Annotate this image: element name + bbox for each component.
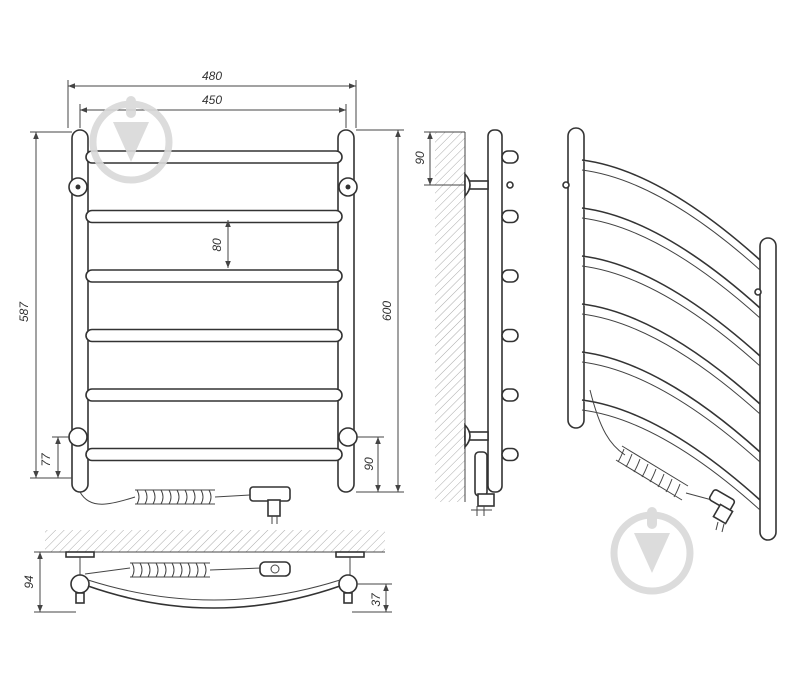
bottom-post-left (70, 574, 90, 594)
front-bars (85, 150, 343, 462)
persp-towel-bar (581, 207, 761, 309)
towel-bar (85, 447, 343, 462)
bottom-view: 94 37 (22, 530, 392, 613)
dim-side-top: 90 (413, 131, 465, 186)
perspective-view (562, 127, 777, 541)
dim-height-total: 600 (356, 129, 404, 493)
bottom-coiled-cable (130, 562, 263, 578)
side-bracket-bottom-plate (464, 422, 471, 450)
wall-hatch (435, 132, 465, 502)
persp-coiled-cable (615, 445, 713, 501)
wall-hatch-bottom (45, 530, 385, 552)
persp-towel-bar-edge (581, 313, 761, 415)
dim-bottom-left: 77 (39, 436, 70, 478)
dim-600-label: 600 (380, 301, 394, 321)
side-view: 90 (413, 129, 519, 516)
dim-450-label: 450 (202, 93, 222, 107)
persp-towel-bar (581, 351, 761, 453)
side-screw (506, 181, 514, 189)
side-bar-end (501, 150, 519, 164)
bottom-post-right (338, 574, 358, 594)
persp-towel-bar-edge (581, 409, 761, 511)
dim-94-label: 94 (22, 575, 36, 589)
persp-towel-bar (581, 255, 761, 357)
coiled-cable (135, 489, 251, 505)
persp-screw-top (562, 181, 570, 189)
bottom-curve-inner (87, 579, 341, 601)
towel-bar (85, 328, 343, 343)
side-post (487, 129, 503, 493)
side-bracket-top-plate (464, 171, 471, 199)
bracket-bottom-right (338, 427, 358, 447)
dim-37-label: 37 (369, 592, 383, 607)
persp-bars (581, 159, 761, 511)
persp-towel-bar-edge (581, 361, 761, 463)
side-bar-end (501, 269, 519, 283)
towel-bar (85, 209, 343, 224)
persp-screw-right (754, 288, 762, 296)
bottom-curve-outer (87, 585, 341, 609)
dim-77-label: 77 (39, 452, 53, 467)
plug-icon (249, 486, 291, 524)
dim-width-outer: 480 (67, 69, 357, 128)
towel-bar (85, 388, 343, 402)
front-view: 480 450 587 77 80 (17, 69, 404, 524)
side-bar-end (501, 328, 519, 343)
bottom-foot-left (75, 592, 85, 604)
dim-bottom-curve: 37 (352, 583, 392, 613)
side-bar-end (501, 447, 519, 462)
dim-bottom-depth: 94 (22, 551, 76, 613)
dim-bottom-right: 90 (356, 436, 384, 492)
persp-towel-bar-edge (581, 217, 761, 319)
dim-90-label: 90 (362, 457, 376, 471)
bracket-screw (345, 184, 351, 190)
dim-80-label: 80 (210, 238, 224, 252)
dim-587-label: 587 (17, 301, 31, 322)
dim-width-inner: 450 (79, 93, 347, 128)
persp-towel-bar (581, 303, 761, 405)
dim-height-axis: 587 (17, 131, 72, 479)
water-drop-watermark-icon (89, 96, 173, 184)
persp-towel-bar-edge (581, 169, 761, 271)
bottom-foot-right (343, 592, 353, 604)
side-bars (501, 150, 519, 462)
towel-bar (85, 150, 343, 164)
side-bar-end (501, 388, 519, 402)
persp-plug-icon (708, 489, 736, 533)
persp-cable (589, 389, 626, 456)
water-drop-watermark-icon (610, 507, 694, 595)
persp-towel-bar (581, 399, 761, 501)
bottom-plug-icon (259, 561, 291, 577)
persp-towel-bar-edge (581, 265, 761, 367)
power-cable (79, 491, 136, 505)
persp-post-left (567, 127, 585, 429)
bottom-plate-right (335, 551, 365, 558)
dim-bar-spacing: 80 (210, 220, 231, 268)
bracket-screw (75, 184, 81, 190)
persp-towel-bar (581, 159, 761, 261)
side-plug-icon (471, 451, 495, 516)
dim-480-label: 480 (202, 69, 222, 83)
bracket-bottom-left (68, 427, 88, 447)
side-bar-end (501, 209, 519, 224)
right-post (337, 129, 355, 493)
bottom-plate-left (65, 551, 95, 558)
towel-bar (85, 269, 343, 283)
persp-post-right (759, 237, 777, 541)
dim-side-90-label: 90 (413, 151, 427, 165)
